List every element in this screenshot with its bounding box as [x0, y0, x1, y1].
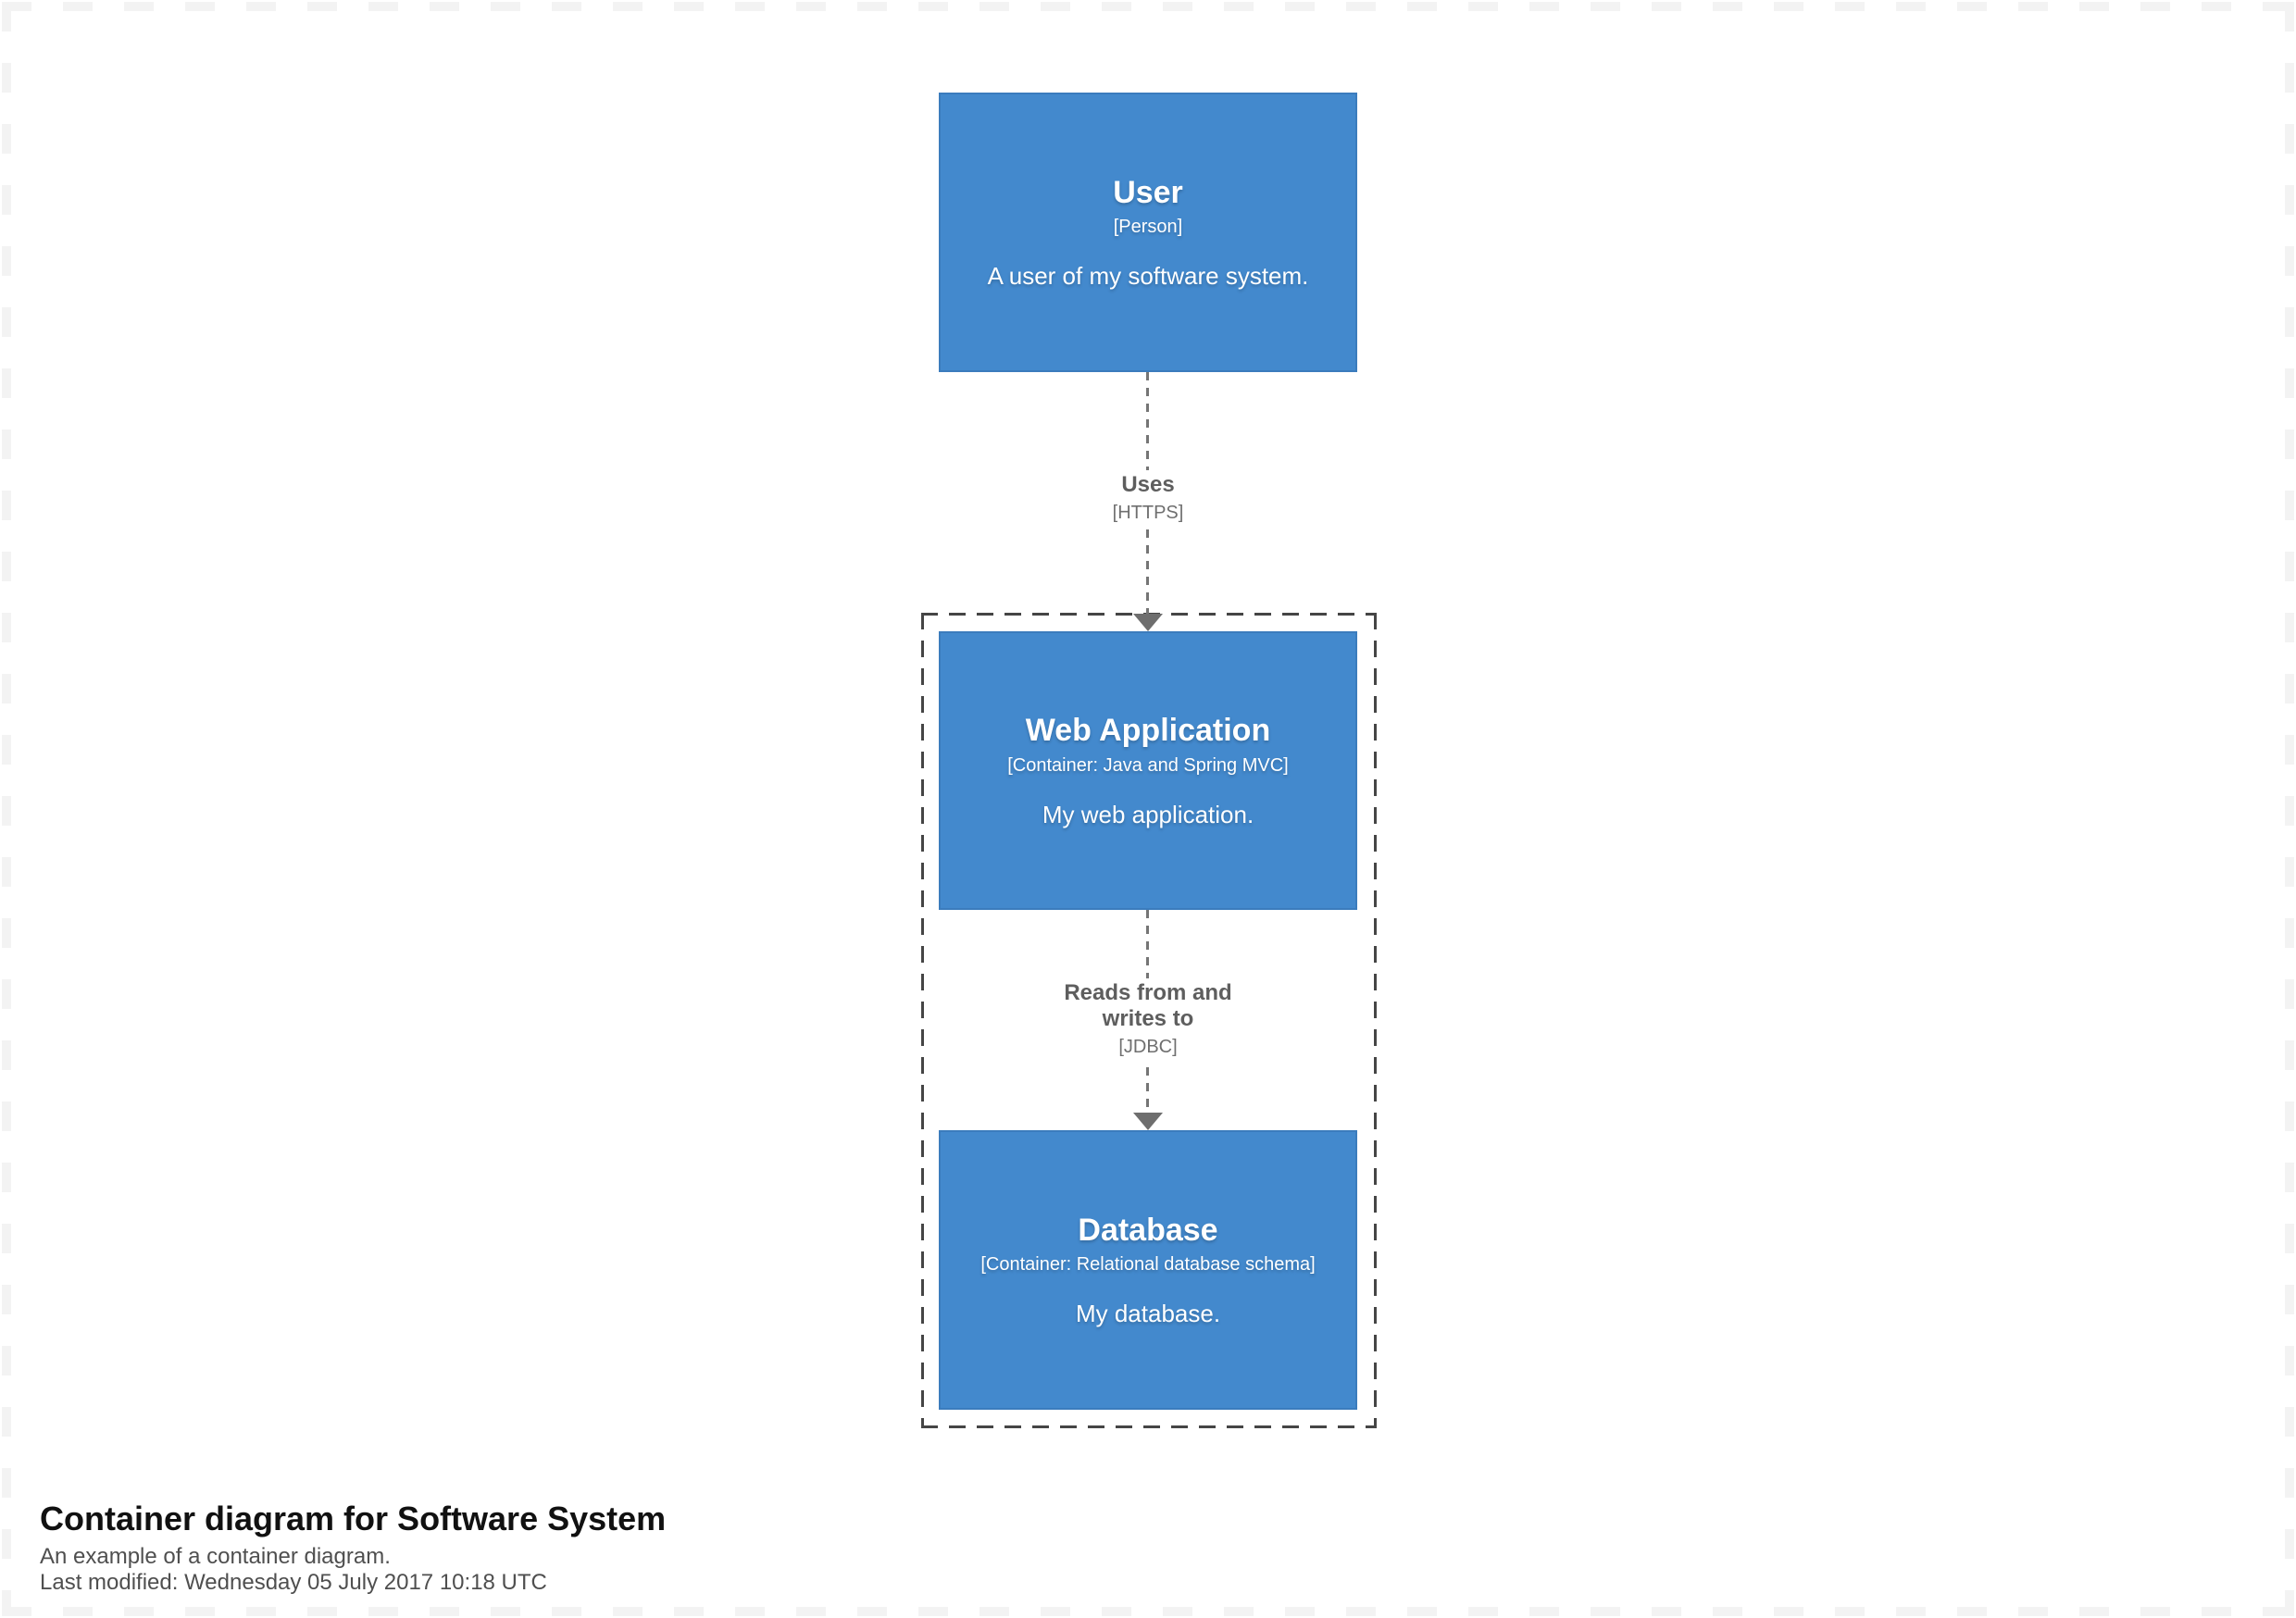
node-web-application-meta: [Container: Java and Spring MVC]: [1007, 754, 1289, 776]
diagram-title: Container diagram for Software System: [40, 1500, 667, 1537]
arrowhead-webapp-database: [1133, 1113, 1163, 1130]
arrowhead-user-webapp: [1133, 614, 1163, 631]
relationship-technology: [JDBC]: [1118, 1037, 1178, 1057]
relationship-label-text: Uses: [1121, 472, 1175, 497]
node-database[interactable]: Database [Container: Relational database…: [939, 1130, 1357, 1410]
node-web-application-description: My web application.: [1042, 800, 1254, 828]
node-database-meta: [Container: Relational database schema]: [980, 1254, 1316, 1276]
node-database-description: My database.: [1075, 1300, 1221, 1328]
relationship-label-webapp-database[interactable]: Reads from and writes to [JDBC]: [1047, 978, 1249, 1060]
diagram-footer: Container diagram for Software System An…: [40, 1500, 666, 1596]
node-web-application[interactable]: Web Application [Container: Java and Spr…: [939, 631, 1357, 910]
node-web-application-name: Web Application: [1025, 713, 1271, 749]
node-user-description: A user of my software system.: [987, 262, 1309, 291]
node-user[interactable]: User [Person] A user of my software syst…: [939, 93, 1357, 372]
diagram-description: An example of a container diagram.: [40, 1544, 391, 1570]
relationship-label-text: Reads from and writes to: [1064, 980, 1232, 1031]
node-database-name: Database: [1078, 1212, 1218, 1248]
node-user-name: User: [1113, 174, 1183, 210]
node-user-meta: [Person]: [1113, 217, 1183, 238]
diagram-last-modified: Last modified: Wednesday 05 July 2017 10…: [40, 1570, 547, 1596]
relationship-label-user-webapp[interactable]: Uses [HTTPS]: [1047, 470, 1249, 526]
relationship-technology: [HTTPS]: [1112, 503, 1184, 523]
